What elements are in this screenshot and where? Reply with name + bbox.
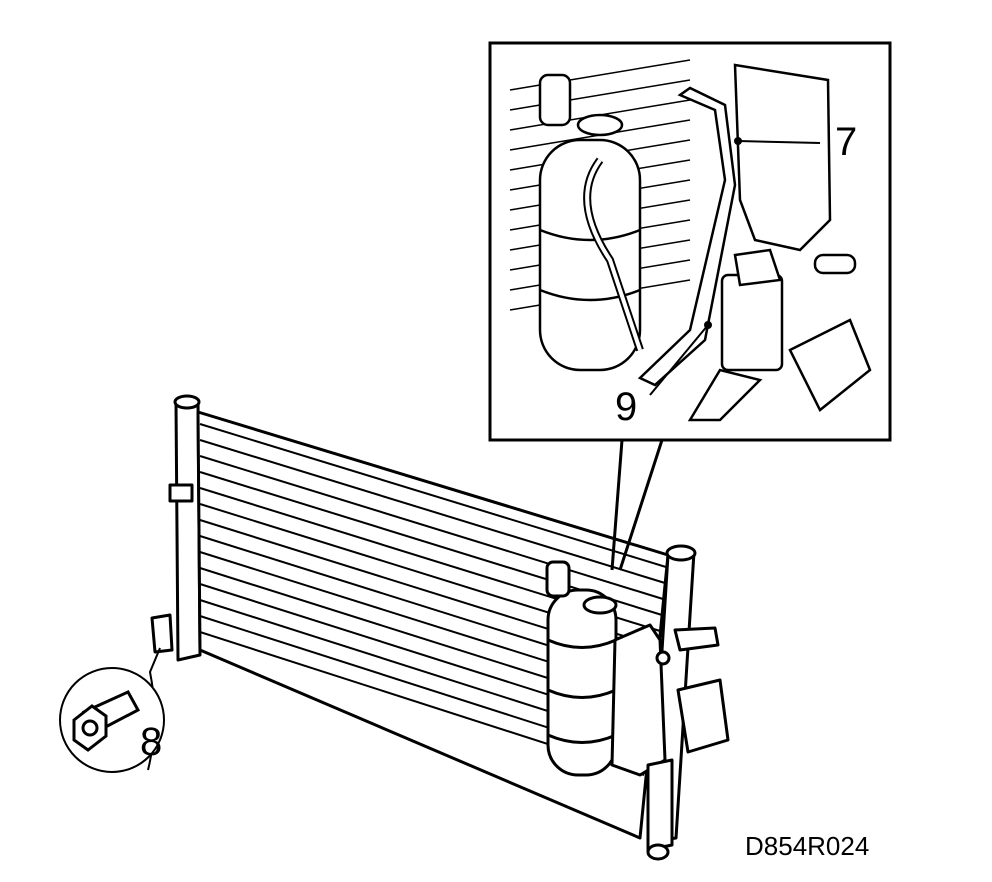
inset-pointer <box>610 439 664 571</box>
drier-bracket <box>610 623 667 777</box>
reference-code: D854R024 <box>745 831 869 861</box>
condenser-assembly <box>150 394 730 861</box>
callout-leaders <box>649 137 821 396</box>
receiver-drier <box>546 588 618 777</box>
detail-inset <box>488 41 892 571</box>
bolt-detail <box>59 647 165 773</box>
callout-9: 9 <box>615 385 637 429</box>
callout-8: 8 <box>140 720 162 764</box>
bracket-part <box>637 86 737 387</box>
left-header-tank <box>174 398 202 662</box>
callout-7: 7 <box>835 120 857 164</box>
clip-part <box>720 273 784 372</box>
